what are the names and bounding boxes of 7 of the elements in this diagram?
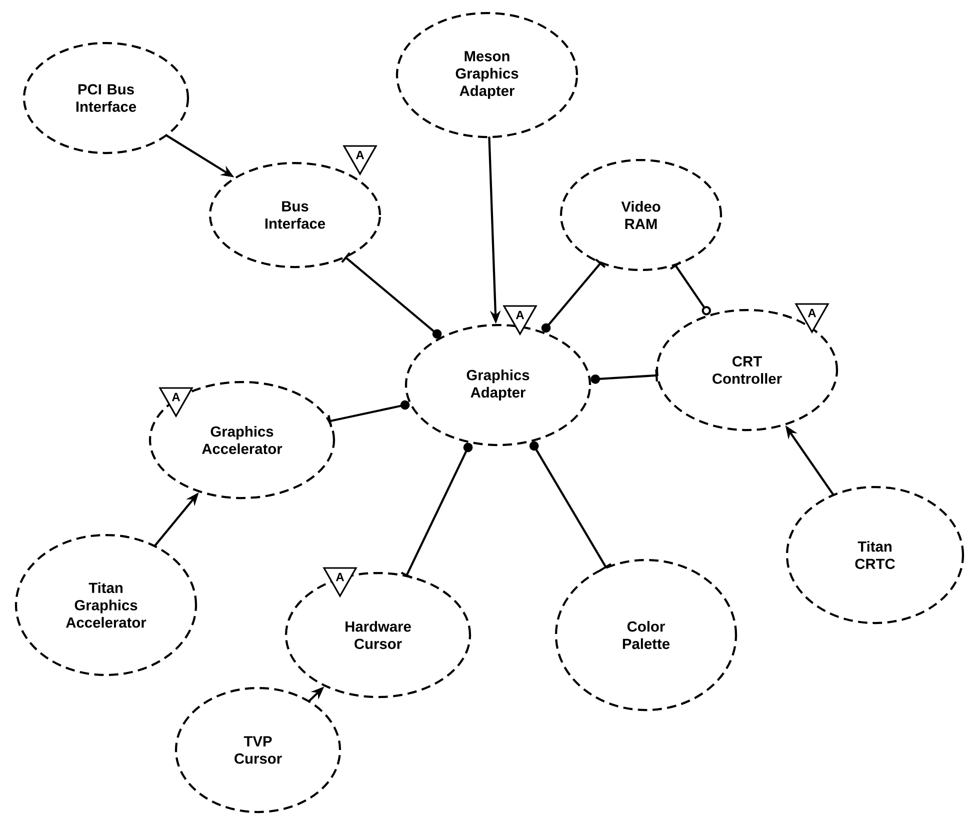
connector-line [400, 442, 473, 579]
connector-line [328, 400, 410, 428]
connector-line [341, 252, 442, 339]
connector-line [670, 261, 712, 316]
connector-line [590, 369, 658, 384]
connector-line [529, 441, 612, 572]
connector-line [541, 258, 606, 333]
